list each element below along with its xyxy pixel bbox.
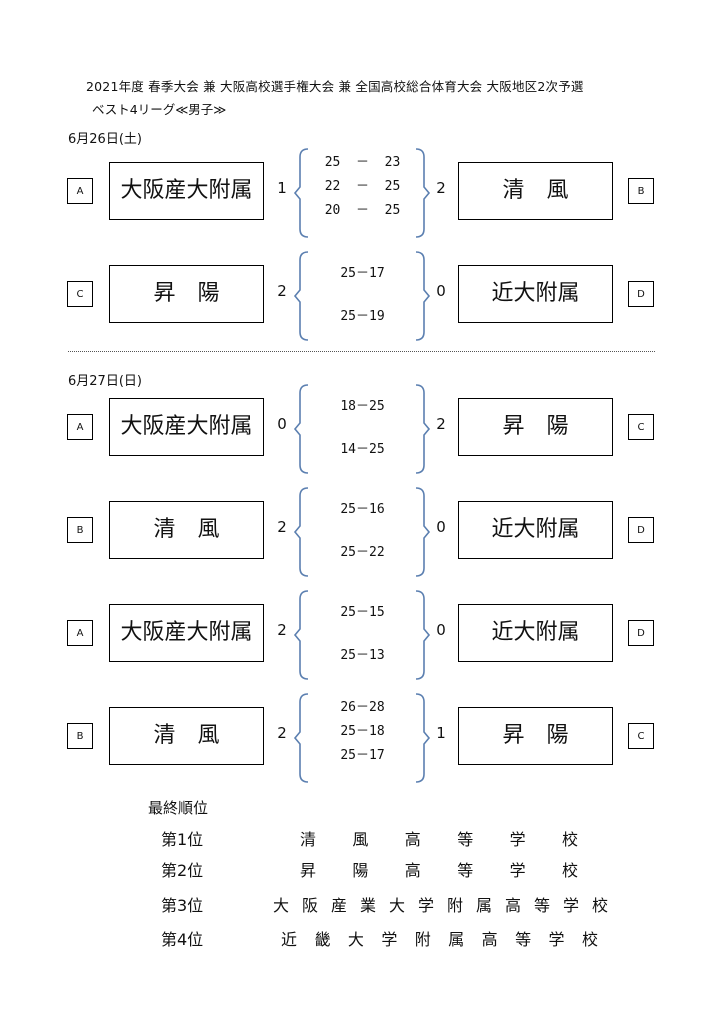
right-sets-won: 1	[436, 724, 446, 742]
left-sets-won: 2	[277, 621, 287, 639]
ranking-place: 第3位	[161, 896, 204, 915]
score-bracket	[293, 148, 431, 238]
left-sets-won: 2	[277, 518, 287, 536]
score-bracket	[293, 693, 431, 783]
right-group-tag: D	[628, 517, 654, 543]
left-bracket-line	[293, 590, 309, 680]
left-team-name: 大阪産大附属	[109, 604, 264, 662]
left-bracket-line	[293, 487, 309, 577]
left-group-tag: A	[67, 620, 93, 646]
ranking-row: 第2位 昇 陽 高 等 学 校	[0, 857, 724, 885]
right-group-tag: B	[628, 178, 654, 204]
left-sets-won: 0	[277, 415, 287, 433]
right-sets-won: 0	[436, 282, 446, 300]
match-row: C 昇 陽 2 0 近大附属 D 25－17 25－19	[0, 251, 724, 341]
right-group-tag: D	[628, 620, 654, 646]
ranking-place: 第2位	[161, 861, 204, 880]
right-team-name: 清 風	[458, 162, 613, 220]
set-score: 25－18	[340, 724, 385, 739]
set-score: 26－28	[340, 700, 385, 715]
right-bracket-line	[415, 251, 431, 341]
left-sets-won: 2	[277, 724, 287, 742]
date-day1: 6月26日(土)	[68, 132, 142, 147]
set-score: 25－16	[340, 502, 385, 517]
set-score: 25－13	[340, 648, 385, 663]
right-team-name: 昇 陽	[458, 707, 613, 765]
left-bracket-line	[293, 384, 309, 474]
set-score: 18－25	[340, 399, 385, 414]
right-sets-won: 2	[436, 415, 446, 433]
right-bracket-line	[415, 384, 431, 474]
score-bracket	[293, 487, 431, 577]
left-team-name: 大阪産大附属	[109, 162, 264, 220]
left-team-name: 清 風	[109, 501, 264, 559]
ranking-row: 第1位 清 風 高 等 学 校	[0, 826, 724, 854]
ranking-school: 昇 陽 高 等 学 校	[300, 861, 578, 880]
left-group-tag: B	[67, 517, 93, 543]
left-group-tag: A	[67, 178, 93, 204]
left-bracket-line	[293, 693, 309, 783]
page-subtitle: ベスト4リーグ≪男子≫	[92, 102, 227, 117]
left-group-tag: C	[67, 281, 93, 307]
ranking-header: 最終順位	[148, 799, 209, 817]
right-team-name: 近大附属	[458, 265, 613, 323]
ranking-row: 第3位 大 阪 産 業 大 学 附 属 高 等 学 校	[0, 892, 724, 920]
date-day2: 6月27日(日)	[68, 374, 142, 389]
right-bracket-line	[415, 693, 431, 783]
page-title: 2021年度 春季大会 兼 大阪高校選手権大会 兼 全国高校総合体育大会 大阪地…	[86, 79, 584, 94]
ranking-school: 大 阪 産 業 大 学 附 属 高 等 学 校	[273, 896, 608, 915]
set-score: 22 － 25	[324, 179, 401, 194]
match-row: B 清 風 2 1 昇 陽 C 26－28 25－18 25－17	[0, 693, 724, 783]
right-bracket-line	[415, 487, 431, 577]
set-score: 20 － 25	[324, 203, 401, 218]
match-row: A 大阪産大附属 1 2 清 風 B 25 － 23 22 － 25 20 － 25	[0, 148, 724, 238]
set-score: 25－15	[340, 605, 385, 620]
match-row: A 大阪産大附属 0 2 昇 陽 C 18－25 14－25	[0, 384, 724, 474]
right-bracket-line	[415, 590, 431, 680]
ranking-row: 第4位 近 畿 大 学 附 属 高 等 学 校	[0, 926, 724, 954]
set-score: 14－25	[340, 442, 385, 457]
set-score: 25 － 23	[324, 155, 401, 170]
set-score: 25－22	[340, 545, 385, 560]
left-group-tag: A	[67, 414, 93, 440]
set-score: 25－19	[340, 309, 385, 324]
left-sets-won: 1	[277, 179, 287, 197]
right-sets-won: 0	[436, 621, 446, 639]
right-group-tag: C	[628, 414, 654, 440]
right-team-name: 近大附属	[458, 604, 613, 662]
set-score: 25－17	[340, 266, 385, 281]
match-row: A 大阪産大附属 2 0 近大附属 D 25－15 25－13	[0, 590, 724, 680]
left-team-name: 昇 陽	[109, 265, 264, 323]
left-team-name: 清 風	[109, 707, 264, 765]
left-group-tag: B	[67, 723, 93, 749]
left-team-name: 大阪産大附属	[109, 398, 264, 456]
right-group-tag: D	[628, 281, 654, 307]
ranking-school: 清 風 高 等 学 校	[300, 830, 578, 849]
right-team-name: 近大附属	[458, 501, 613, 559]
ranking-school: 近 畿 大 学 附 属 高 等 学 校	[281, 930, 598, 949]
right-sets-won: 2	[436, 179, 446, 197]
left-sets-won: 2	[277, 282, 287, 300]
score-bracket	[293, 590, 431, 680]
left-bracket-line	[293, 251, 309, 341]
ranking-place: 第4位	[161, 930, 204, 949]
right-group-tag: C	[628, 723, 654, 749]
score-bracket	[293, 251, 431, 341]
right-team-name: 昇 陽	[458, 398, 613, 456]
score-bracket	[293, 384, 431, 474]
set-score: 25－17	[340, 748, 385, 763]
match-row: B 清 風 2 0 近大附属 D 25－16 25－22	[0, 487, 724, 577]
section-divider	[68, 351, 655, 352]
ranking-place: 第1位	[161, 830, 204, 849]
right-bracket-line	[415, 148, 431, 238]
right-sets-won: 0	[436, 518, 446, 536]
left-bracket-line	[293, 148, 309, 238]
